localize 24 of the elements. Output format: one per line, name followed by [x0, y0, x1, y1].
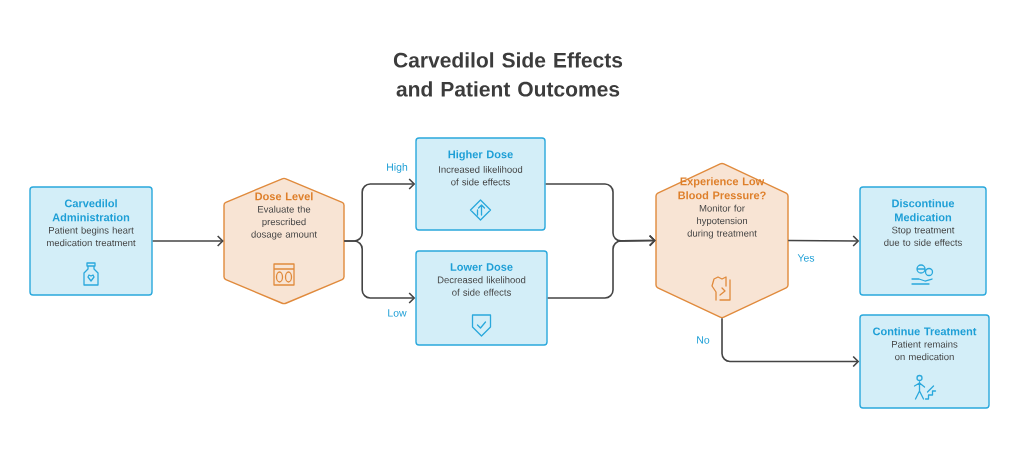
node-text: Stop treatment due to side effects	[884, 226, 962, 246]
title: Carvedilol Side Effects and Patient Outcomes	[393, 52, 623, 97]
edge-label: Yes	[796, 253, 816, 263]
node-text: Patient begins heart medication treatment	[47, 226, 136, 247]
node-text: Decreased likelihood of side effects	[437, 276, 526, 296]
arrow	[343, 240, 416, 304]
edge-label: No	[695, 335, 711, 345]
edge-label: Low	[386, 308, 408, 318]
node-heading: Dose Level	[255, 192, 313, 201]
node-text: Monitor for hypotension during treatment	[687, 204, 757, 239]
node-heading: Experience Low Blood Pressure?	[678, 177, 766, 200]
node-heading: Discontinue Medication	[892, 199, 955, 222]
node-text: Increased likelihood of side effects	[439, 165, 523, 186]
node-heading: Lower Dose	[450, 263, 513, 271]
arrow	[787, 235, 860, 247]
node-text: Patient remains on medication	[892, 340, 958, 361]
node-heading: Carvedilol Administration	[52, 199, 130, 222]
node-heading: Higher Dose	[448, 150, 513, 161]
arrow	[546, 234, 656, 299]
arrow	[721, 317, 860, 368]
node-heading: Continue Treatment	[873, 327, 977, 336]
arrow	[151, 235, 224, 247]
node-text: Evaluate the prescribed dosage amount	[251, 205, 317, 240]
edge-label: High	[385, 162, 409, 174]
